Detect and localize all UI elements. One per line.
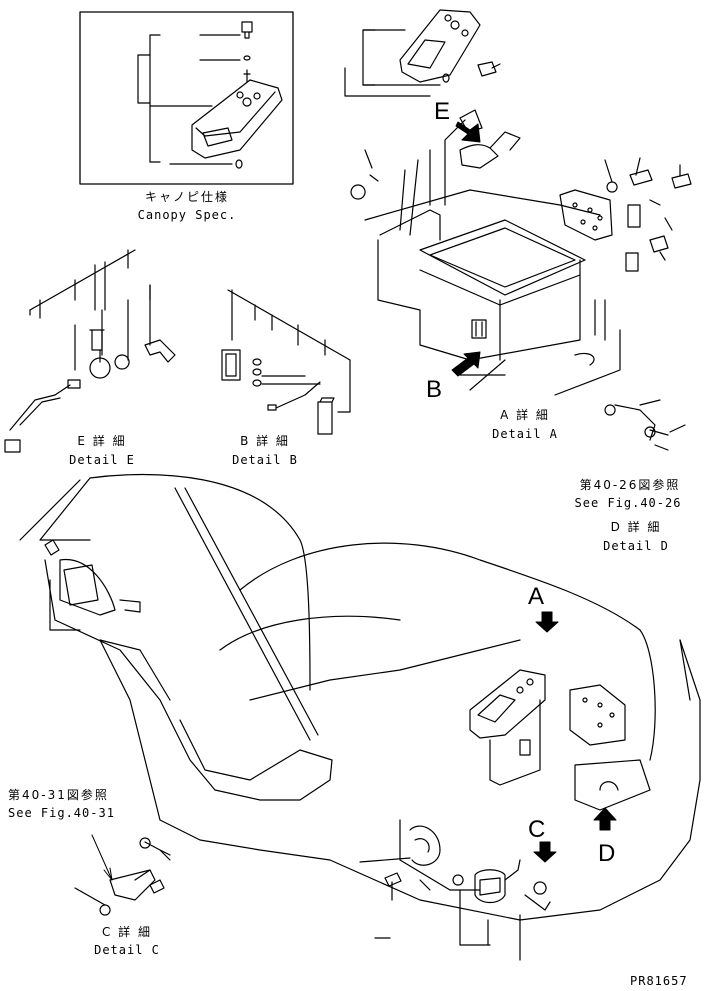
detail-d-title-jp: D 詳 細 bbox=[610, 520, 662, 534]
detail-e-title-jp: E 詳 細 bbox=[77, 434, 127, 448]
canopy-spec-inset bbox=[79, 11, 294, 185]
detail-c-title-en: Detail C bbox=[94, 943, 160, 957]
detail-c-view bbox=[74, 834, 171, 916]
detail-b-title-jp: B 詳 細 bbox=[240, 434, 290, 448]
arrow-e-icon bbox=[455, 121, 481, 143]
detail-e-view bbox=[4, 249, 176, 453]
main-assembly-view bbox=[344, 9, 692, 396]
callout-c: C bbox=[528, 816, 546, 843]
detail-a-title-en: Detail A bbox=[492, 427, 558, 441]
detail-d-title-en: Detail D bbox=[603, 539, 669, 553]
ref-fig-40-31-en: See Fig.40-31 bbox=[8, 806, 115, 820]
detail-d-view bbox=[604, 399, 686, 451]
part-number: PR81657 bbox=[630, 974, 688, 988]
arrow-c-icon bbox=[533, 841, 557, 863]
machine-overview bbox=[19, 473, 701, 961]
arrow-a-icon bbox=[535, 611, 559, 633]
canopy-spec-title-jp: キャノピ仕様 bbox=[144, 190, 230, 204]
callout-a: A bbox=[528, 583, 545, 610]
callout-d: D bbox=[598, 840, 616, 867]
canopy-spec-title-en: Canopy Spec. bbox=[137, 208, 237, 222]
ref-fig-40-26-jp: 第40-26図参照 bbox=[579, 478, 681, 492]
callout-b: B bbox=[426, 376, 443, 403]
arrow-d-icon bbox=[593, 807, 617, 831]
detail-b-title-en: Detail B bbox=[232, 453, 298, 467]
detail-a-title-jp: A 詳 細 bbox=[500, 408, 550, 422]
ref-fig-40-26-en: See Fig.40-26 bbox=[574, 496, 682, 510]
detail-e-title-en: Detail E bbox=[69, 453, 135, 467]
detail-c-title-jp: C 詳 細 bbox=[101, 925, 153, 939]
callout-arrows bbox=[451, 121, 617, 863]
arrow-b-icon bbox=[451, 351, 481, 377]
detail-b-view bbox=[221, 289, 351, 435]
ref-fig-40-31-jp: 第40-31図参照 bbox=[8, 788, 109, 802]
callout-e: E bbox=[434, 98, 451, 125]
